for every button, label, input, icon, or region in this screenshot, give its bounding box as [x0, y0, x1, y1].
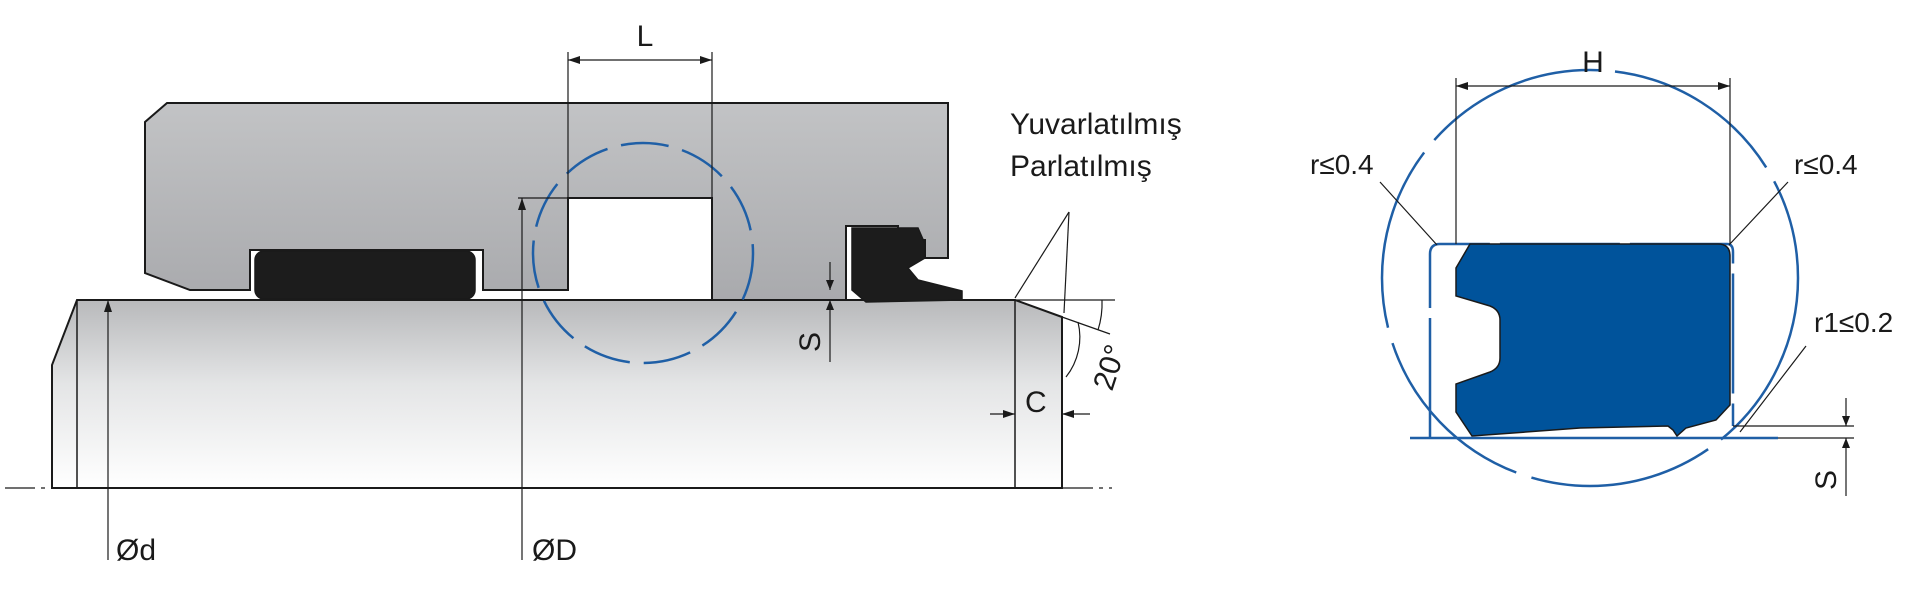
piston-rod — [51, 299, 1063, 489]
label-r-left: r≤0.4 — [1310, 149, 1374, 180]
dimension-D — [518, 197, 568, 560]
detail-enlargement-circle — [1380, 68, 1800, 488]
finish-note-line1: Yuvarlatılmış — [1010, 108, 1182, 141]
label-C: C — [1025, 386, 1047, 419]
finish-note-line2: Parlatılmış — [1010, 150, 1152, 183]
detail-circle — [531, 141, 755, 365]
dimension-S-right — [1733, 398, 1854, 496]
label-r1: r1≤0.2 — [1814, 307, 1893, 338]
dimension-C — [990, 410, 1090, 418]
label-D: ØD — [532, 534, 577, 567]
finish-leader — [1014, 211, 1070, 314]
detail-view: H r≤0.4 r≤0.4 r1≤0.2 S — [1310, 46, 1893, 496]
rod-seal — [851, 227, 963, 303]
label-H: H — [1582, 46, 1604, 79]
label-S-left: S — [794, 332, 827, 352]
seal-profile — [1455, 243, 1731, 438]
wiper-seal — [254, 250, 476, 300]
leader-r-right — [1728, 181, 1789, 246]
leader-r-left — [1379, 181, 1438, 246]
label-L: L — [637, 20, 654, 53]
installation-view: L ØD Ød S C — [5, 20, 1182, 567]
leader-r1 — [1739, 345, 1807, 433]
dimension-S-left — [826, 262, 834, 362]
label-S-right: S — [1810, 470, 1843, 490]
dimension-H — [1455, 78, 1731, 244]
dimension-d — [104, 300, 112, 560]
label-angle: 20° — [1087, 341, 1132, 394]
label-r-right: r≤0.4 — [1794, 149, 1858, 180]
dimension-L — [567, 52, 713, 198]
label-d: Ød — [116, 534, 156, 567]
